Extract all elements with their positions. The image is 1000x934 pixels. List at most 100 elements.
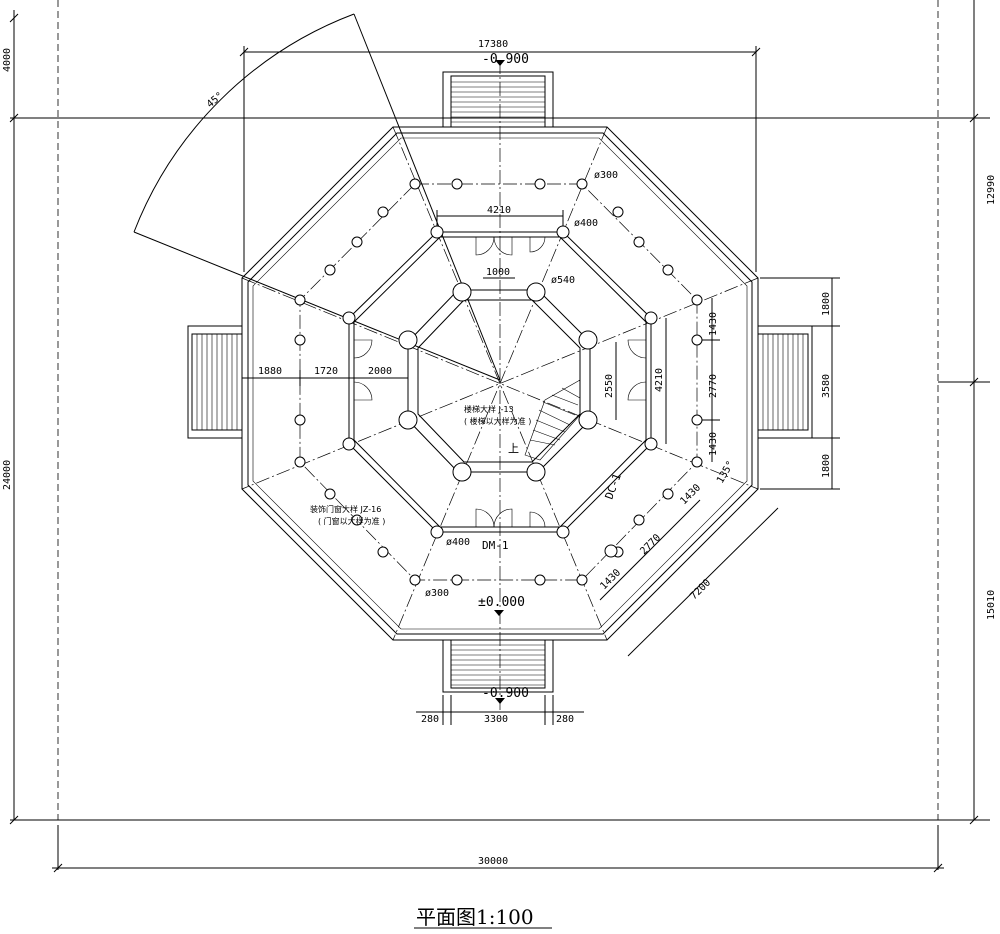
- outer-column: [294, 334, 306, 346]
- outer-column: [534, 574, 546, 586]
- outer-column: [377, 546, 389, 558]
- dim-stair-bottom-mid: 3300: [484, 714, 508, 725]
- outer-column: [534, 178, 546, 190]
- outer-column: [294, 414, 306, 426]
- outer-column: [324, 488, 336, 500]
- outer-column: [576, 178, 588, 190]
- outer-column: [612, 206, 624, 218]
- middle-column: [342, 437, 356, 451]
- outer-column: [377, 206, 389, 218]
- outer-column: [576, 574, 588, 586]
- dim-diag-total: 7200: [688, 577, 713, 602]
- columns-group: [294, 178, 703, 586]
- outer-column: [409, 178, 421, 190]
- dimension-right: 12990 15010: [938, 0, 997, 825]
- bottom-stair: [442, 639, 554, 704]
- dim-diag-b: 2770: [638, 532, 663, 557]
- right-stair: [757, 325, 813, 439]
- top-inner-dims: 4210 1000: [436, 205, 564, 279]
- dim-diag-c: 1430: [678, 482, 703, 507]
- outer-column: [691, 414, 703, 426]
- outer-column: [633, 236, 645, 248]
- stair-note-sub: ( 楼梯以大样为准 ): [464, 416, 531, 426]
- diagonal-dims: 1430 2770 1430 7200 135°: [598, 459, 779, 657]
- dim-inner-v-a: 1430: [708, 312, 719, 336]
- outer-column: [691, 334, 703, 346]
- dim-left-h-a: 1880: [258, 366, 282, 377]
- door-side-label: DC-1: [603, 472, 624, 501]
- middle-column: [556, 225, 570, 239]
- bottom-stair-dims: 280 3300 280: [416, 695, 584, 725]
- dim-left-h-b: 1720: [314, 366, 338, 377]
- outer-column: [662, 488, 674, 500]
- dimension-left: 4000 24000: [2, 10, 19, 825]
- level-floor: ±0.000: [478, 595, 525, 610]
- inner-column: [578, 330, 598, 350]
- outer-column: [324, 264, 336, 276]
- middle-column: [556, 525, 570, 539]
- stair-up-label: 上: [508, 442, 519, 455]
- angle-sector-45: 45°: [133, 13, 501, 381]
- dim-left-h-c: 2000: [368, 366, 392, 377]
- doors: [353, 236, 647, 528]
- drawing-title: 平面图1:100: [416, 905, 534, 929]
- col-label-outer: ø300: [594, 170, 618, 181]
- level-top-entrance: -0.900: [482, 52, 529, 67]
- outer-column: [451, 574, 463, 586]
- outer-column: [662, 264, 674, 276]
- dim-left-total: 24000: [2, 460, 13, 490]
- dim-diag-a: 1430: [598, 567, 623, 592]
- inner-column: [452, 462, 472, 482]
- inner-column: [398, 410, 418, 430]
- dim-core-width: 1000: [486, 267, 510, 278]
- dim-bottom-total: 30000: [478, 856, 508, 867]
- right-dims: 1800 3580 1800 1430 2770 1430 4210 2550: [604, 277, 840, 490]
- angle-135-label: 135°: [715, 459, 737, 485]
- dim-right-side-c: 1800: [821, 454, 832, 478]
- axis-lines: [241, 60, 759, 710]
- dim-stair-bottom-left: 280: [421, 714, 439, 725]
- col-label-lower-outer: ø300: [425, 588, 449, 599]
- outer-column: [691, 294, 703, 306]
- outer-column: [351, 236, 363, 248]
- door-note: 装饰门窗大样 JZ-16: [310, 504, 381, 514]
- dim-inner-room-v: 4210: [654, 368, 665, 392]
- angle-45-label: 45°: [205, 90, 226, 110]
- middle-column: [342, 311, 356, 325]
- left-stair: [187, 325, 243, 439]
- diagonal-marker-column: [604, 544, 618, 558]
- middle-column: [430, 225, 444, 239]
- inner-column: [398, 330, 418, 350]
- dim-right-top: 12990: [986, 175, 997, 205]
- outer-column-ring: [299, 183, 698, 581]
- dimension-top: 17380: [239, 39, 761, 272]
- dim-right-side-b: 3580: [821, 374, 832, 398]
- inner-column: [578, 410, 598, 430]
- dim-stair-run: 2550: [604, 374, 615, 398]
- stair-note: 楼梯大样 J-13: [464, 404, 514, 414]
- col-label-middle: ø400: [574, 218, 598, 229]
- door-main-label: DM-1: [482, 539, 509, 552]
- outer-column: [294, 456, 306, 468]
- dim-inner-v-c: 1430: [708, 432, 719, 456]
- interior-stair: [524, 379, 581, 461]
- top-stair: [442, 60, 554, 128]
- inner-column: [452, 282, 472, 302]
- outer-column: [409, 574, 421, 586]
- dim-inner-v-b: 2770: [708, 374, 719, 398]
- outer-column: [294, 294, 306, 306]
- dim-inner-room: 4210: [487, 205, 511, 216]
- col-label-lower-middle: ø400: [446, 537, 470, 548]
- dim-left-top: 4000: [2, 48, 13, 72]
- middle-column: [644, 311, 658, 325]
- outer-column: [633, 514, 645, 526]
- middle-column: [644, 437, 658, 451]
- dimension-bottom: 30000: [52, 856, 944, 873]
- middle-column: [430, 525, 444, 539]
- dim-stair-bottom-right: 280: [556, 714, 574, 725]
- outer-column: [351, 514, 363, 526]
- door-note-sub: ( 门窗以大样为准 ): [318, 516, 385, 526]
- outer-column: [451, 178, 463, 190]
- outer-column: [691, 456, 703, 468]
